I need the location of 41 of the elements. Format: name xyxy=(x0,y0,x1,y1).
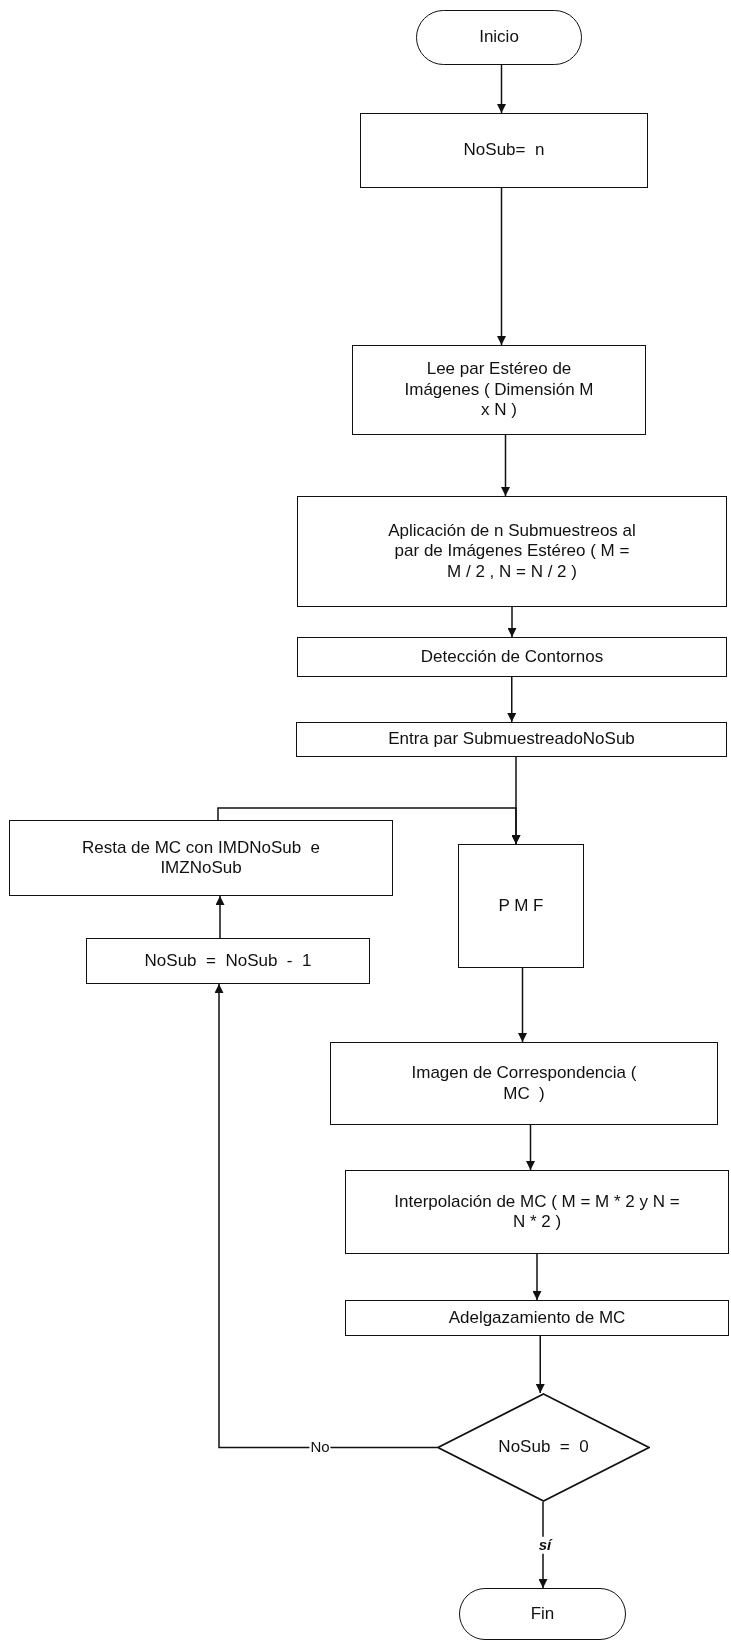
arrow xyxy=(501,434,510,497)
node-text: NoSub= n xyxy=(462,140,546,161)
node-text: NoSub = 0 xyxy=(497,1437,590,1458)
arrow xyxy=(497,64,506,114)
arrow xyxy=(526,1124,535,1171)
arrow xyxy=(538,1501,548,1589)
node-text: NoSub = NoSub - 1 xyxy=(143,950,313,972)
node-text: Resta de MC con IMDNoSub e IMZNoSub xyxy=(80,837,322,879)
process-box xyxy=(458,844,584,968)
edge-label: sí xyxy=(537,1536,553,1554)
process-box xyxy=(345,1170,729,1254)
process-box xyxy=(86,938,370,984)
node-text: Aplicación de n Submuestreos al par de Imágenes Estéreo ( M = M / 2 , N = N / 2 ) xyxy=(387,520,637,583)
process-box xyxy=(360,113,648,188)
arrow xyxy=(507,606,517,638)
arrow xyxy=(518,967,527,1043)
arrow xyxy=(214,983,438,1449)
node-text: Lee par Estéreo de Imágenes ( Dimensión M x N ) xyxy=(403,359,595,421)
node-text: Imagen de Correspondencia ( MC ) xyxy=(410,1063,638,1104)
arrow xyxy=(535,1335,545,1394)
node-text: Interpolación de MC ( M = M * 2 y N = N * 2 ) xyxy=(393,1191,681,1233)
process-box xyxy=(9,820,393,896)
node-text: Entra par SubmuestreadoNoSub xyxy=(387,729,636,750)
node-text: P M F xyxy=(497,895,545,917)
arrow xyxy=(532,1253,542,1301)
arrow xyxy=(507,676,517,723)
node-text: Detección de Contornos xyxy=(419,646,605,668)
arrow xyxy=(217,807,521,845)
node-text: Inicio xyxy=(478,27,520,48)
arrow xyxy=(497,187,506,346)
terminal-box xyxy=(459,1588,626,1640)
node-text: Fin xyxy=(529,1603,556,1625)
process-box xyxy=(296,722,727,757)
process-box xyxy=(352,345,646,435)
decision-diamond xyxy=(437,1393,650,1502)
process-box xyxy=(345,1300,729,1336)
arrow xyxy=(215,895,225,939)
node-text: Adelgazamiento de MC xyxy=(447,1307,627,1329)
process-box xyxy=(297,637,727,677)
process-box xyxy=(297,496,727,607)
process-box xyxy=(330,1042,718,1125)
